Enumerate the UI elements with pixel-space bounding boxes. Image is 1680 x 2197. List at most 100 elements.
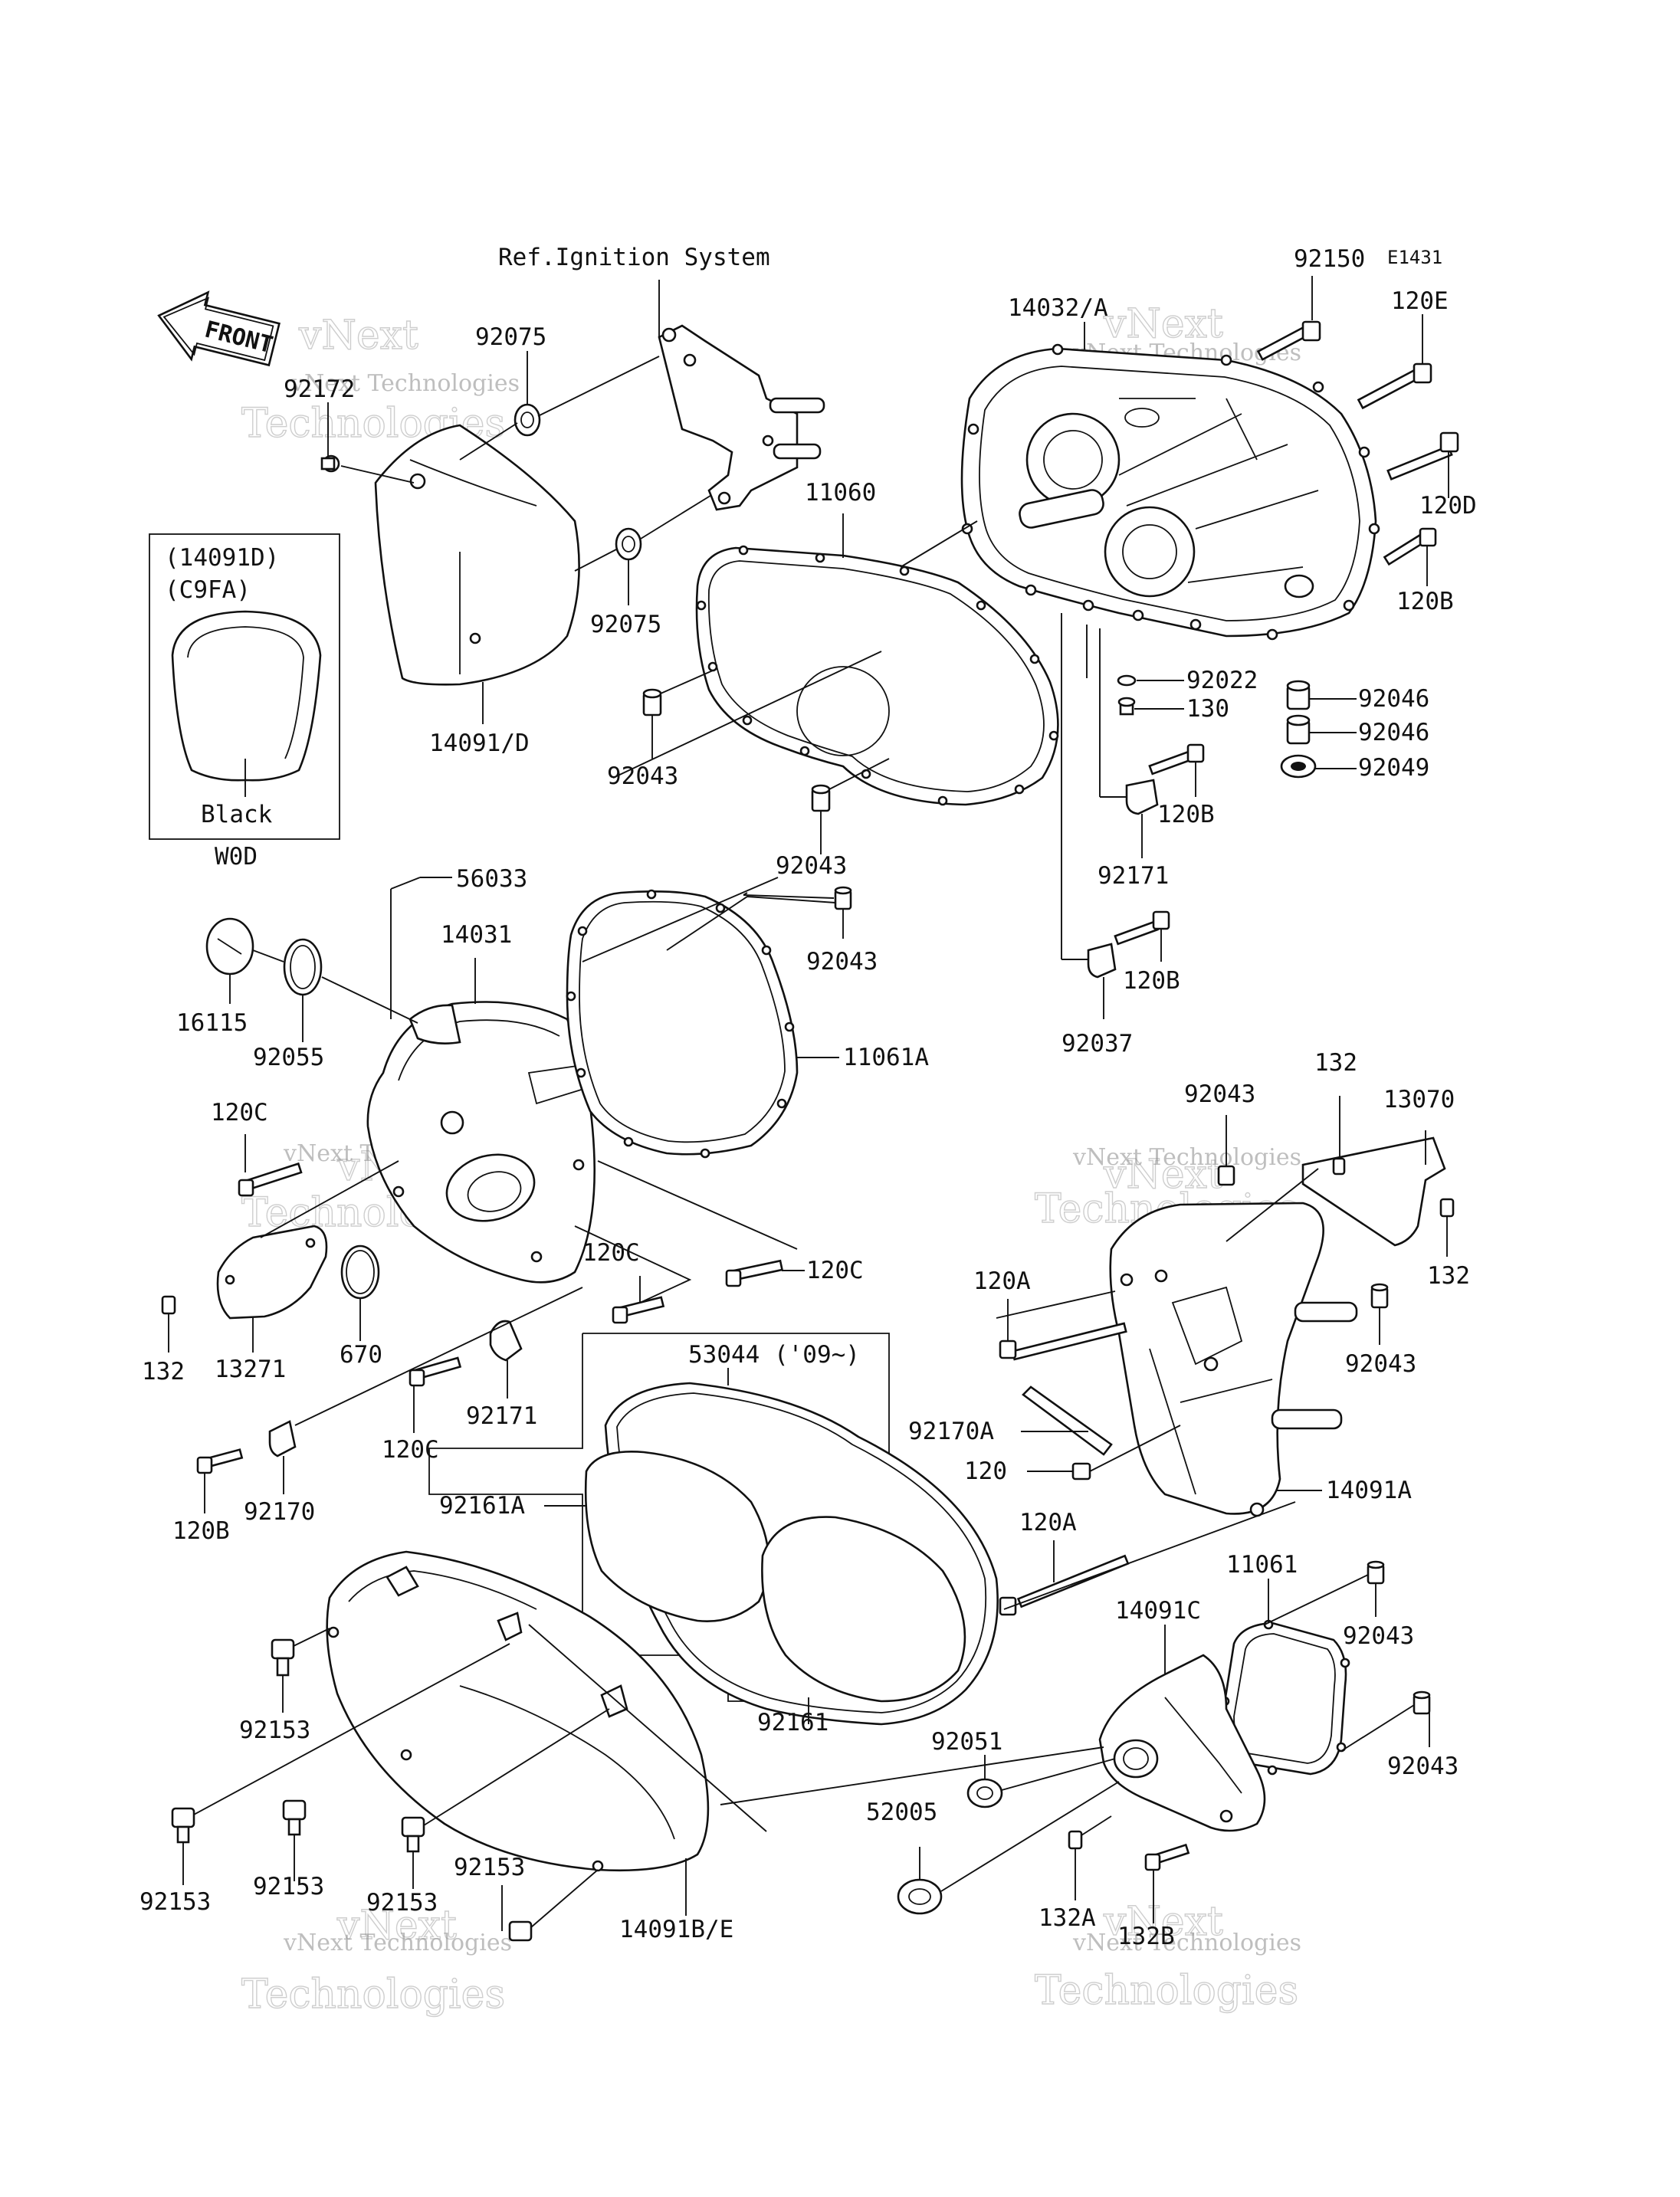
dowel-92043-g [1340, 1690, 1431, 1752]
label-92043-3: 92043 [806, 948, 878, 976]
screw-92153-4-head [401, 1816, 425, 1838]
cover-14091be-tab [386, 1566, 419, 1597]
label-92046-2: 92046 [1358, 719, 1429, 746]
label-92046-1: 92046 [1358, 685, 1429, 713]
watermark-vnext: vNext [1103, 1899, 1223, 1945]
label-120b-4: 120B [172, 1517, 230, 1545]
collar-92046-1-top [1286, 680, 1311, 692]
cover-14091c-edge [1164, 1697, 1242, 1794]
bracket-hole [717, 491, 731, 505]
label-56033: 56033 [456, 865, 527, 893]
leader-92153-4-axis [423, 1708, 610, 1826]
gasket-11061a-inner [579, 900, 786, 1143]
bolt-120a-1 [999, 1299, 1127, 1361]
cover-14031-cap-seat [409, 1004, 461, 1044]
label-92150: 92150 [1294, 245, 1365, 273]
gasket-11060-inner [707, 560, 1045, 792]
bolt-132-3-head [1439, 1198, 1455, 1218]
bolt-132a [1068, 1815, 1112, 1900]
label-14031: 14031 [441, 921, 512, 949]
cap-16115-slot [217, 938, 242, 955]
label-120b-3: 120B [1123, 967, 1180, 995]
grommet-92075-lower [574, 494, 714, 605]
label-120c-1: 120C [211, 1099, 268, 1126]
front-arrow-inner-outline [162, 297, 274, 362]
screw-92153-1-shank [276, 1657, 290, 1677]
clamp-92171-upper [1099, 628, 1159, 858]
label-11061a: 11061A [843, 1044, 929, 1071]
cover-14031 [366, 877, 596, 1284]
leader-92051-axis [1001, 1758, 1116, 1791]
front-arrow: FRONT [157, 290, 281, 367]
label-92043-4: 92043 [1184, 1080, 1255, 1108]
label-14032a: 14032/A [1008, 294, 1108, 322]
cover-14091be-upper-edge [348, 1570, 537, 1610]
leader-52005-axis [940, 1781, 1120, 1892]
inner-cover-boss-left [1025, 412, 1121, 507]
bolt-120c-4 [409, 1356, 462, 1433]
bolt-120a-2-shank [1016, 1554, 1130, 1608]
screw-92153-5 [501, 1869, 599, 1942]
bolt-130 [1117, 697, 1184, 716]
label-120a-2: 120A [1019, 1509, 1077, 1536]
dowel-92043-c-top [834, 886, 852, 895]
label-11061: 11061 [1226, 1551, 1298, 1579]
cover-14091c-port [1113, 1739, 1159, 1779]
bolt-120b-4-head [196, 1456, 213, 1474]
watermark-technologies: Technologies [1035, 1968, 1298, 2014]
screw-92153-1 [271, 1628, 330, 1713]
gasket-11061a-boltholes [566, 889, 795, 1159]
label-92153-3: 92153 [253, 1873, 324, 1900]
clamp-92171-lower-body [489, 1320, 523, 1362]
screw-92153-2 [171, 1643, 510, 1885]
screw-92172 [320, 402, 415, 484]
cover-14031-boss [440, 1110, 464, 1135]
leader-92055-axis [321, 976, 418, 1024]
cover-14091d [374, 424, 580, 724]
bolt-132-2 [1332, 1096, 1346, 1176]
bolt-120d [1386, 431, 1459, 498]
bolt-120b-3 [1114, 910, 1170, 962]
cover-14091be-contour [459, 1685, 675, 1840]
clamp-92037-body [1087, 943, 1117, 979]
label-14091c: 14091C [1115, 1597, 1201, 1625]
label-13271: 13271 [215, 1356, 286, 1383]
bolt-120b-4 [196, 1448, 244, 1513]
bracket-hole [683, 353, 697, 367]
label-120c-2: 120C [582, 1239, 640, 1267]
oring-670 [340, 1244, 380, 1341]
label-52005: 52005 [866, 1799, 937, 1826]
cover-14031-bolthole [530, 1251, 543, 1263]
inner-cover-boss-center [1104, 506, 1196, 598]
dowel-92043-c [666, 886, 852, 951]
cover-14091c-port-inner [1123, 1747, 1149, 1770]
label-92022: 92022 [1186, 667, 1258, 694]
bracket-pin [769, 397, 825, 414]
washer-92022-body [1117, 674, 1137, 687]
label-92043-2: 92043 [776, 852, 847, 880]
cover-14031-bolthole [573, 1159, 585, 1171]
leader-13271-axis [260, 1160, 399, 1238]
cover-14091a-window [1171, 1286, 1243, 1366]
label-92075-1: 92075 [475, 323, 546, 351]
inner-cover-cup [1284, 574, 1314, 598]
label-13070: 13070 [1383, 1086, 1455, 1113]
screw-92153-3-head [282, 1799, 307, 1821]
bracket-pin [773, 443, 822, 460]
screw-92153-5-head [508, 1920, 533, 1942]
cover-14091a-ribs [1149, 1348, 1273, 1495]
inner-cover-flange [979, 366, 1360, 621]
leader-56033-a [390, 877, 421, 890]
grommet-92075-upper-body [514, 403, 541, 437]
cover-14091a-pin [1294, 1301, 1358, 1323]
label-92153-4: 92153 [366, 1889, 438, 1917]
plate-13271-hole [305, 1238, 316, 1248]
axis-line [996, 1290, 1116, 1319]
bolt-120b-3-head [1152, 910, 1170, 930]
label-120a-1: 120A [973, 1267, 1031, 1295]
collar-92046-2-top [1286, 714, 1311, 726]
screw-92153-4 [401, 1708, 610, 1889]
screw-92153-3-shank [287, 1818, 301, 1836]
clamp-92170 [268, 1287, 583, 1494]
bolt-120-head [1071, 1462, 1091, 1481]
